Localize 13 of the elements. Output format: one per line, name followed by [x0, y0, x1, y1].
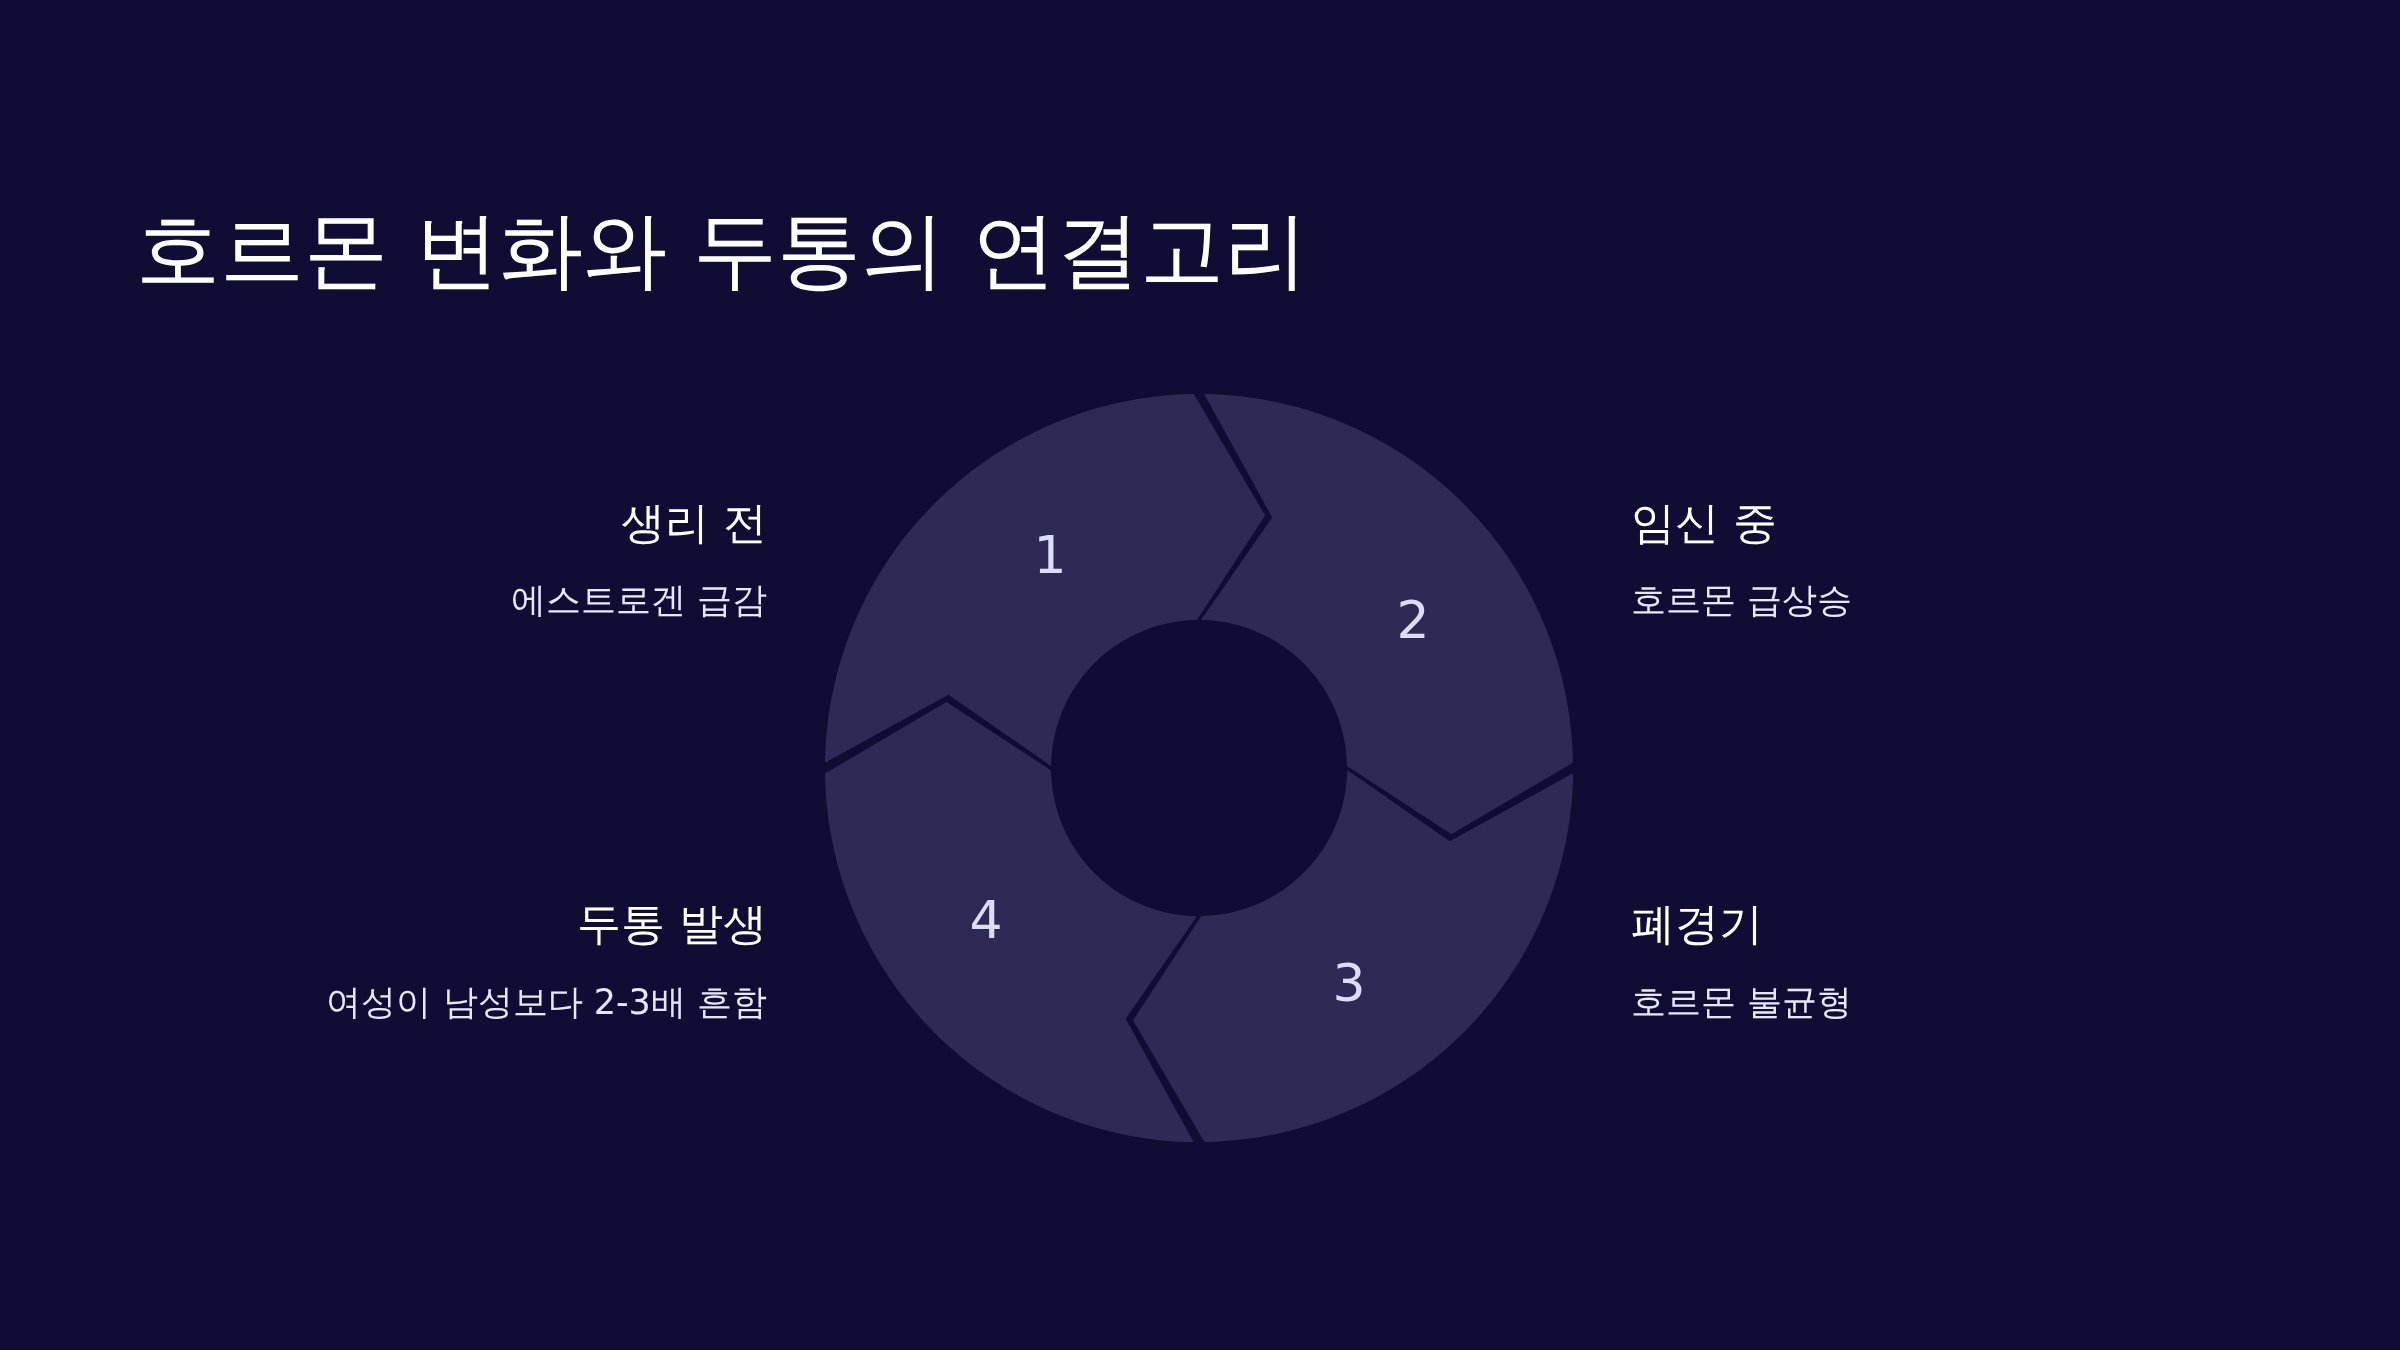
stage-heading: 두통 발생: [577, 897, 767, 951]
step-number: 4: [969, 894, 1003, 946]
stage-heading: 임신 중: [1631, 496, 1777, 550]
title: 호르몬 변화와 두통의 연결고리: [136, 200, 1309, 301]
stage-heading: 폐경기: [1631, 897, 1763, 951]
stage-description: 여성이 남성보다 2-3배 흔함: [326, 981, 767, 1023]
stage-heading: 생리 전: [621, 496, 767, 550]
stage-description: 호르몬 급상승: [1631, 579, 1853, 621]
step-number: 2: [1396, 594, 1430, 646]
stage-description: 호르몬 불균형: [1631, 981, 1853, 1023]
step-number: 1: [1033, 529, 1067, 581]
step-number: 3: [1332, 957, 1366, 1009]
stage-description: 에스트로겐 급감: [510, 579, 767, 621]
